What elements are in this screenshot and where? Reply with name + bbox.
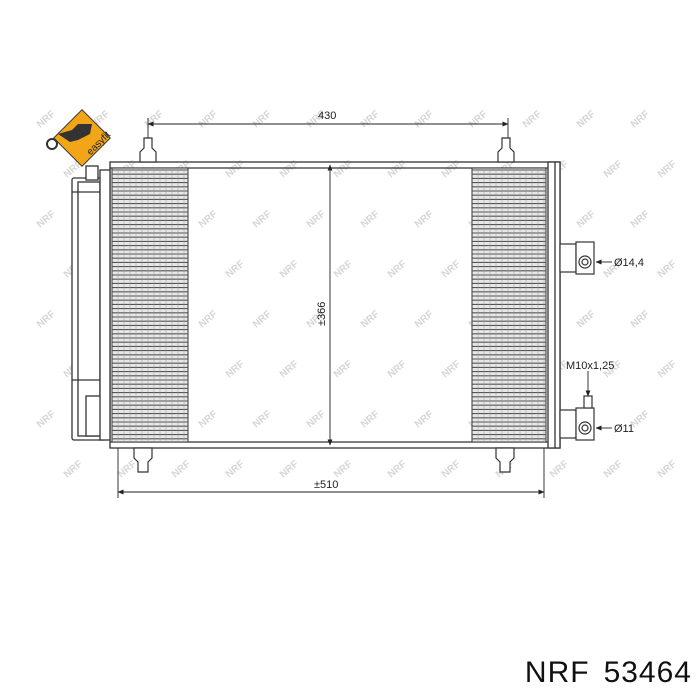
- watermark-text: NRF: [62, 459, 85, 481]
- watermark-text: NRF: [332, 459, 355, 481]
- watermark-text: NRF: [656, 359, 679, 381]
- watermark-text: NRF: [143, 109, 166, 131]
- watermark-text: NRF: [359, 409, 382, 431]
- brand-name: NRF: [524, 656, 590, 689]
- watermark-text: NRF: [386, 359, 409, 381]
- watermark-text: NRF: [359, 209, 382, 231]
- watermark-text: NRF: [251, 309, 274, 331]
- watermark-text: NRF: [224, 359, 247, 381]
- watermark-text: NRF: [305, 409, 328, 431]
- watermark-text: NRF: [629, 309, 652, 331]
- watermark-text: NRF: [440, 359, 463, 381]
- watermark-text: NRF: [548, 459, 571, 481]
- watermark-text: NRF: [575, 209, 598, 231]
- pipe-fittings: [559, 241, 595, 441]
- watermark-text: NRF: [386, 459, 409, 481]
- watermark-text: NRF: [332, 259, 355, 281]
- watermark-text: NRF: [278, 259, 301, 281]
- dimension-thread: M10x1,25: [566, 360, 614, 372]
- watermark-text: NRF: [251, 409, 274, 431]
- watermark-text: NRF: [197, 109, 220, 131]
- watermark-text: NRF: [359, 109, 382, 131]
- watermark-text: NRF: [359, 309, 382, 331]
- watermark-text: NRF: [413, 309, 436, 331]
- receiver-drier: [71, 165, 107, 441]
- watermark-text: NRF: [656, 159, 679, 181]
- watermark-text: NRF: [116, 459, 139, 481]
- watermark-text: NRF: [35, 109, 58, 131]
- watermark-text: NRF: [197, 409, 220, 431]
- watermark-text: NRF: [332, 359, 355, 381]
- mounting-pins: [133, 137, 515, 473]
- watermark-text: NRF: [440, 459, 463, 481]
- watermark-text: NRF: [467, 109, 490, 131]
- dimension-lines: [117, 118, 612, 498]
- watermark-text: NRF: [575, 309, 598, 331]
- watermark-text: NRF: [602, 159, 625, 181]
- watermark-text: NRF: [413, 109, 436, 131]
- watermark-text: NRF: [386, 259, 409, 281]
- watermark-text: NRF: [35, 309, 58, 331]
- watermark-text: NRF: [629, 209, 652, 231]
- easyfit-logo: easyfit: [46, 109, 113, 167]
- watermark-text: NRF: [224, 259, 247, 281]
- watermark-text: NRF: [521, 109, 544, 131]
- watermark-text: NRF: [251, 209, 274, 231]
- watermark-text: NRF: [35, 409, 58, 431]
- watermark-text: NRF: [629, 109, 652, 131]
- watermark-text: NRF: [656, 259, 679, 281]
- watermark-text: NRF: [197, 209, 220, 231]
- product-caption: NRF 53464: [525, 656, 692, 690]
- watermark-text: NRF: [278, 459, 301, 481]
- watermark-text: NRF: [170, 459, 193, 481]
- fin-block-left: [111, 167, 189, 443]
- watermark-text: NRF: [35, 209, 58, 231]
- watermark-text: NRF: [197, 309, 220, 331]
- watermark-text: NRF: [413, 409, 436, 431]
- watermark-text: NRF: [278, 359, 301, 381]
- watermark-text: NRF: [575, 109, 598, 131]
- watermark-text: NRF: [251, 109, 274, 131]
- watermark-text: NRF: [413, 209, 436, 231]
- dimension-pipe-lower: Ø11: [614, 423, 634, 435]
- dimension-width-bottom: ±510: [314, 479, 338, 491]
- part-number: 53464: [603, 656, 692, 689]
- watermark-text: NRF: [656, 459, 679, 481]
- watermark-text: NRF: [305, 209, 328, 231]
- watermark-text: NRF: [440, 259, 463, 281]
- dimension-height: ±366: [316, 302, 328, 326]
- dimension-pipe-upper: Ø14,4: [614, 257, 644, 269]
- condenser-frame: [99, 161, 561, 449]
- dimension-width-top: 430: [318, 110, 336, 122]
- fin-block-right: [471, 167, 547, 443]
- watermark-text: NRF: [602, 459, 625, 481]
- watermark-text: NRF: [224, 459, 247, 481]
